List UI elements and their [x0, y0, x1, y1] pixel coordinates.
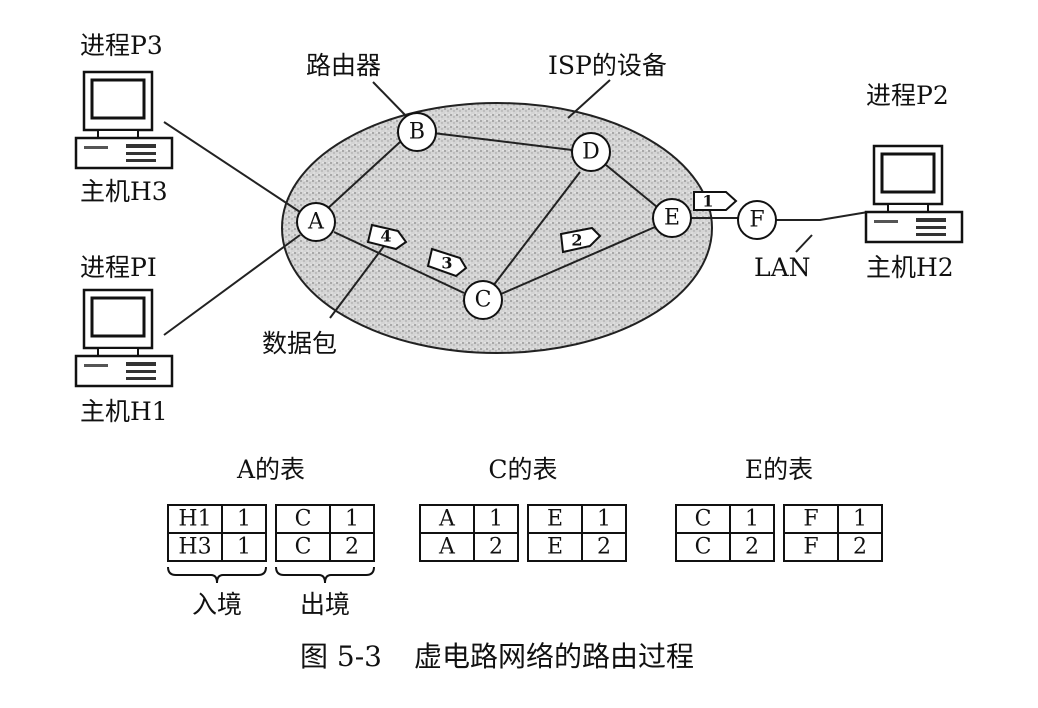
table-cell: 1 [345, 507, 359, 532]
packet-4: 4 [366, 223, 408, 251]
link-c-e [500, 226, 656, 295]
table-cell: E [547, 535, 563, 560]
host-label-h2: 主机H2 [866, 253, 954, 282]
pointer-isp [567, 79, 611, 119]
caption-number: 图 5-3 [300, 640, 382, 673]
table-cell: 2 [853, 535, 867, 560]
table-cell: F [803, 507, 818, 532]
packet-2: 2 [559, 226, 602, 254]
table-cell: 2 [345, 535, 359, 560]
table-cell: C [295, 507, 312, 532]
router-label: 路由器 [306, 51, 381, 80]
table-cell: E [547, 507, 563, 532]
process-label-p3: 进程P3 [80, 31, 163, 60]
node-label: C [475, 288, 492, 313]
node-B: B [397, 112, 437, 152]
node-label: E [664, 206, 680, 231]
node-D: D [571, 132, 611, 172]
packet-label: 4 [380, 227, 391, 246]
pointer-packet [329, 245, 385, 319]
packet-1: 1 [693, 191, 738, 211]
table-cell: 1 [853, 507, 867, 532]
link-d-c [492, 171, 581, 287]
process-label-p1: 进程PI [80, 253, 157, 282]
table-cell: A [438, 535, 456, 560]
table-cell: 2 [489, 535, 503, 560]
table-cell: H3 [178, 535, 211, 560]
brace-out [275, 566, 375, 584]
computer-icon-h1 [74, 288, 174, 388]
table-cell: 1 [597, 507, 611, 532]
lan-label: LAN [754, 253, 811, 282]
pointer-lan [795, 234, 813, 253]
table-cell: 2 [597, 535, 611, 560]
packet-label-text: 数据包 [262, 329, 337, 358]
node-A: A [296, 202, 336, 242]
in-label: 入境 [192, 590, 242, 619]
packet-label: 1 [702, 192, 713, 211]
link-d-e [605, 164, 658, 208]
link-f-h2 [776, 211, 869, 221]
table-title: E的表 [745, 455, 813, 484]
table-cell: H1 [178, 507, 211, 532]
table-cell: 1 [237, 535, 251, 560]
link-b-d [432, 132, 573, 151]
pointer-router [372, 81, 409, 119]
node-label: F [749, 208, 764, 233]
node-label: B [409, 120, 425, 145]
table-cell: C [295, 535, 312, 560]
host-label-h1: 主机H1 [80, 397, 168, 426]
table-cell: F [803, 535, 818, 560]
table-title: C的表 [488, 455, 557, 484]
link-a-c [333, 231, 465, 294]
out-label: 出境 [300, 590, 350, 619]
links [163, 79, 869, 336]
link-a-b [325, 141, 401, 211]
table-cell: C [695, 535, 712, 560]
table-cell: A [438, 507, 456, 532]
table-title: A的表 [236, 455, 305, 484]
node-E: E [652, 198, 692, 238]
process-label-p2: 进程P2 [866, 81, 949, 110]
host-label-h3: 主机H3 [80, 177, 168, 206]
packet-3: 3 [426, 247, 468, 278]
packet-label: 3 [441, 254, 452, 273]
table-cell: C [695, 507, 712, 532]
node-label: D [582, 140, 600, 165]
node-F: F [737, 200, 777, 240]
table-cell: 2 [745, 535, 759, 560]
table-cell: 1 [237, 507, 251, 532]
link-h3-a [163, 121, 301, 213]
isp-equipment-label: ISP的设备 [548, 51, 667, 80]
table-cell: 1 [745, 507, 759, 532]
packet-label: 2 [571, 231, 582, 250]
table-cell: 1 [489, 507, 503, 532]
brace-in [167, 566, 267, 584]
node-C: C [463, 280, 503, 320]
computer-icon-h3 [74, 70, 174, 170]
node-label: A [307, 210, 325, 235]
link-h1-a [163, 234, 301, 336]
computer-icon-h2 [864, 144, 964, 244]
caption-title: 虚电路网络的路由过程 [414, 640, 694, 673]
